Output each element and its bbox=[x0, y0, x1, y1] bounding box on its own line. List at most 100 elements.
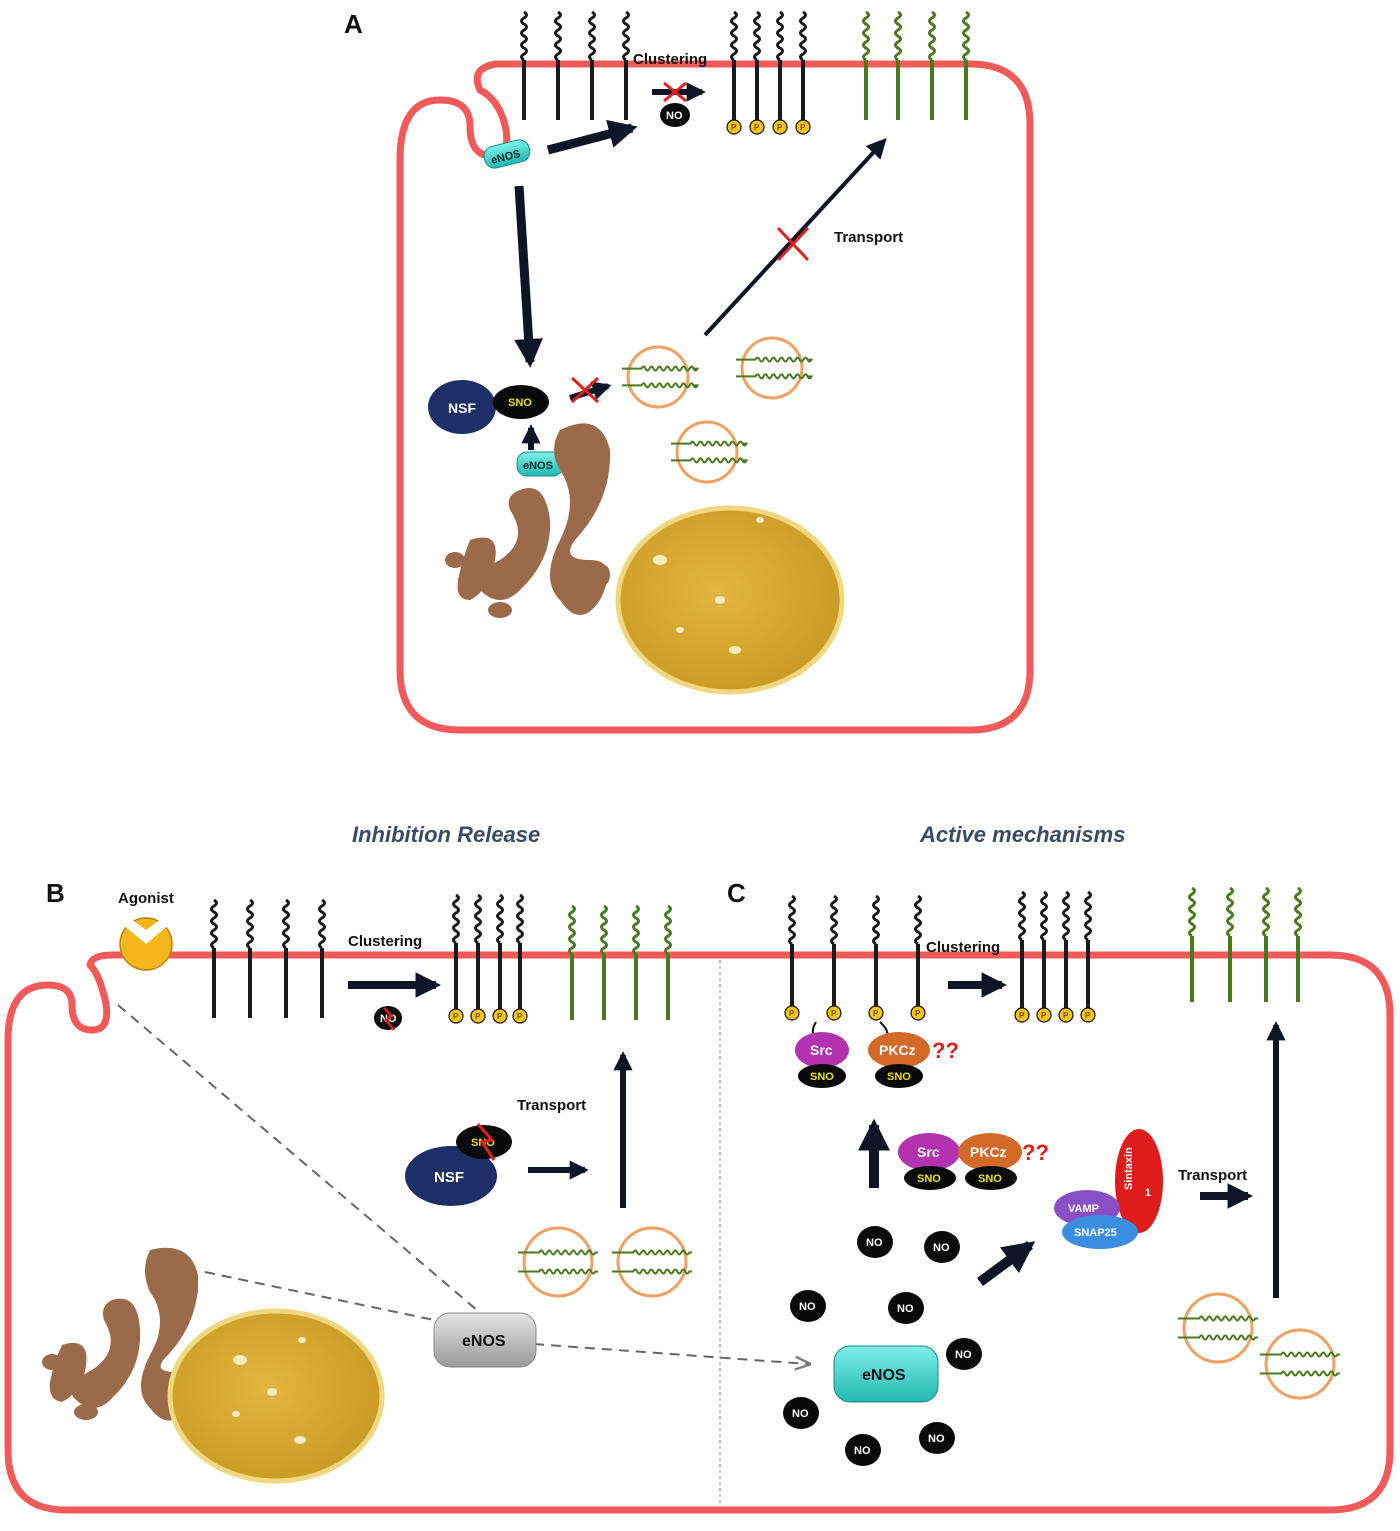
vesicle-group-a bbox=[622, 336, 814, 484]
receptor-green bbox=[568, 904, 576, 1020]
receptor-black-phospho: P bbox=[868, 894, 884, 1021]
no-molecule: NO bbox=[924, 1231, 960, 1263]
receptor-green bbox=[1262, 886, 1270, 1002]
no-molecule: NO bbox=[946, 1338, 982, 1370]
clustering-label-c: Clustering bbox=[926, 939, 1000, 956]
receptor-black-phospho: P bbox=[492, 893, 508, 1024]
phosphate-group: P bbox=[448, 1008, 464, 1024]
no-molecule: NO bbox=[790, 1290, 826, 1322]
receptor-black-phospho: P bbox=[448, 893, 464, 1024]
receptor-black bbox=[520, 10, 528, 120]
receptor-black-phospho: P bbox=[795, 10, 811, 135]
vesicle bbox=[622, 345, 700, 409]
panel-label-c: C bbox=[727, 878, 746, 908]
transport-arrow-a bbox=[703, 138, 887, 337]
transport-label-b: Transport bbox=[517, 1097, 586, 1114]
phosphate-group: P bbox=[470, 1008, 486, 1024]
src-sno-membrane: Src SNO bbox=[795, 1032, 849, 1088]
pkcz-sno-membrane: PKCz SNO bbox=[868, 1032, 930, 1088]
dashed-arrow-enos-to-active bbox=[533, 1343, 808, 1364]
svg-text:PKCz: PKCz bbox=[879, 1042, 916, 1058]
phosphate-group: P bbox=[512, 1008, 528, 1024]
no-molecule: NO bbox=[783, 1397, 819, 1429]
heading-active-mechanisms: Active mechanisms bbox=[919, 822, 1125, 847]
panel-label-b: B bbox=[46, 878, 65, 908]
phosphate-group: P bbox=[772, 119, 788, 135]
svg-text:P: P bbox=[517, 1012, 523, 1021]
transport-label-c: Transport bbox=[1178, 1167, 1247, 1184]
receptor-green bbox=[862, 10, 870, 120]
agonist-label: Agonist bbox=[118, 890, 174, 907]
svg-text:P: P bbox=[1085, 1011, 1091, 1020]
receptor-black bbox=[210, 898, 218, 1018]
receptor-black bbox=[282, 898, 290, 1018]
receptor-group-b-green bbox=[568, 904, 672, 1020]
svg-text:NO: NO bbox=[955, 1349, 972, 1361]
svg-text:SNO: SNO bbox=[508, 397, 532, 409]
vesicle-group-b bbox=[518, 1226, 692, 1298]
block-mark-clustering-a bbox=[663, 81, 687, 103]
phosphate-group: P bbox=[749, 119, 765, 135]
svg-text:Src: Src bbox=[917, 1144, 940, 1160]
svg-text:Sintaxin: Sintaxin bbox=[1123, 1147, 1135, 1190]
svg-text:NO: NO bbox=[792, 1408, 809, 1420]
receptor-black-phospho: P bbox=[1036, 890, 1052, 1023]
svg-text:NO: NO bbox=[666, 110, 683, 122]
receptor-black-phospho: P bbox=[826, 894, 842, 1021]
receptor-green bbox=[664, 904, 672, 1020]
svg-text:P: P bbox=[800, 123, 806, 132]
no-molecule-b: NO bbox=[374, 1006, 402, 1031]
receptor-group-a-unclustered bbox=[520, 10, 630, 120]
svg-text:NO: NO bbox=[866, 1237, 883, 1249]
receptor-black bbox=[554, 10, 562, 120]
phosphate-group: P bbox=[1058, 1007, 1074, 1023]
svg-text:P: P bbox=[777, 123, 783, 132]
src-sno-cytosol: Src SNO bbox=[898, 1133, 960, 1190]
cell-membrane-bc bbox=[4, 951, 1394, 1514]
svg-text:NO: NO bbox=[799, 1301, 816, 1313]
svg-text:P: P bbox=[497, 1012, 503, 1021]
receptor-black-phospho: P bbox=[749, 10, 765, 135]
golgi-apparatus-a bbox=[445, 423, 611, 618]
arrow-enos-to-no bbox=[546, 119, 638, 155]
cell-membrane-a bbox=[396, 60, 1034, 734]
enos-a-membrane: eNOS bbox=[483, 139, 531, 169]
svg-text:1: 1 bbox=[1145, 1187, 1151, 1199]
svg-text:SNO: SNO bbox=[917, 1173, 941, 1185]
svg-text:NO: NO bbox=[933, 1242, 950, 1254]
svg-text:P: P bbox=[731, 123, 737, 132]
svg-text:eNOS: eNOS bbox=[462, 1333, 506, 1350]
svg-text:NSF: NSF bbox=[448, 400, 476, 416]
svg-text:P: P bbox=[1041, 1011, 1047, 1020]
receptor-green bbox=[632, 904, 640, 1020]
receptor-group-a-green bbox=[862, 10, 970, 120]
vesicle bbox=[1178, 1292, 1258, 1364]
receptor-green bbox=[928, 10, 936, 120]
dashed-line-agonist-enos bbox=[117, 1004, 485, 1317]
svg-text:SNAP25: SNAP25 bbox=[1074, 1227, 1117, 1239]
receptor-black-phospho: P bbox=[1014, 890, 1030, 1023]
receptor-black-phospho: P bbox=[784, 894, 800, 1021]
receptor-black bbox=[622, 10, 630, 120]
arrow-enos-to-nsf bbox=[514, 185, 543, 368]
receptor-black-phospho: P bbox=[512, 893, 528, 1024]
block-mark-transport-a bbox=[776, 226, 810, 262]
receptor-black bbox=[588, 10, 596, 120]
receptor-group-b-unclustered bbox=[210, 898, 326, 1018]
svg-text:P: P bbox=[915, 1009, 921, 1018]
svg-text:PKCz: PKCz bbox=[970, 1144, 1007, 1160]
receptor-black-phospho: P bbox=[726, 10, 742, 135]
receptor-black-phospho: P bbox=[470, 893, 486, 1024]
receptor-black bbox=[318, 898, 326, 1018]
snare-complex: Sintaxin 1 VAMP SNAP25 bbox=[1054, 1129, 1163, 1249]
phosphate-group: P bbox=[492, 1008, 508, 1024]
receptor-green bbox=[1188, 886, 1196, 1002]
svg-text:P: P bbox=[1063, 1011, 1069, 1020]
receptor-green bbox=[600, 904, 608, 1020]
pkcz-sno-cytosol: PKCz SNO bbox=[958, 1133, 1022, 1190]
